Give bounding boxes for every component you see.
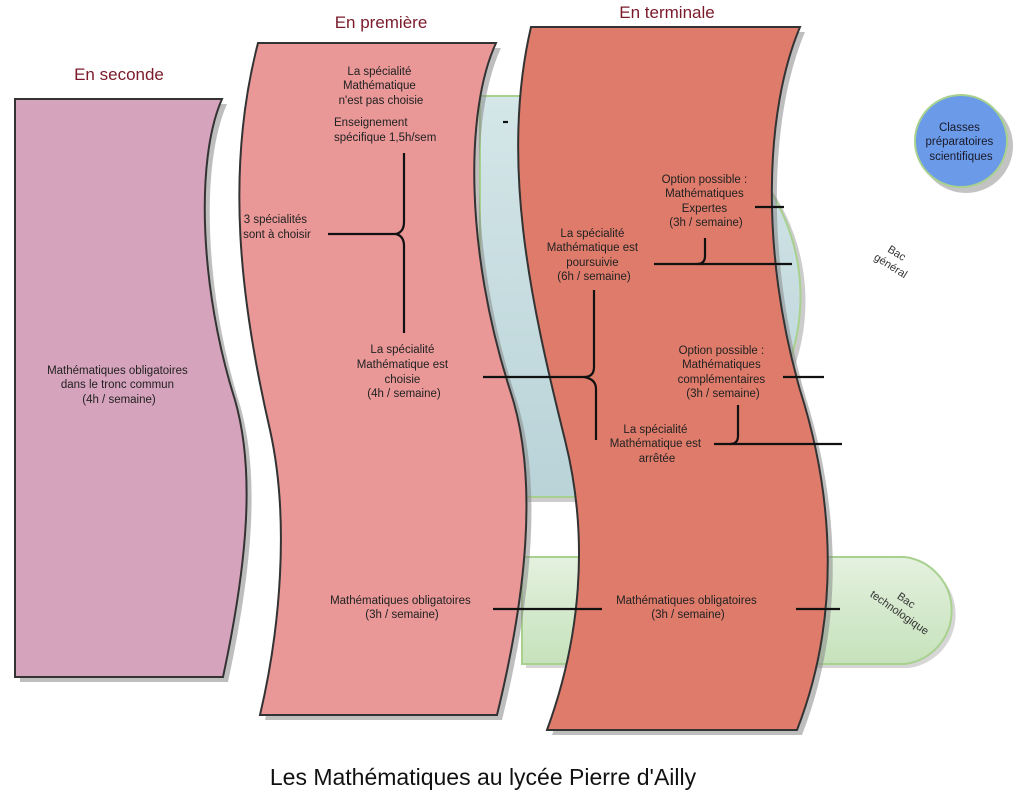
premiere-not-chosen-label: La spécialité Mathématique n'est pas cho…: [339, 66, 424, 107]
seconde-column: [14, 98, 252, 682]
premiere-chosen-label: La spécialité Mathématique est choisie (…: [357, 344, 452, 400]
seconde-title: En seconde: [74, 65, 164, 84]
terminale-expertes-label: Option possible : Mathématiques Expertes…: [662, 174, 751, 229]
premiere-title: En première: [335, 13, 428, 32]
terminale-title: En terminale: [619, 3, 714, 22]
premiere-three-spec-label: 3 spécialités sont à choisir: [243, 214, 311, 241]
prepa-label: Classes préparatoires scientifiques: [926, 122, 997, 163]
connector-line: [395, 232, 406, 333]
terminale-complementaires-label: Option possible : Mathématiques compléme…: [678, 345, 769, 400]
bac-general-label: Bac général: [872, 240, 917, 281]
connectors: [328, 120, 842, 611]
seconde-label: Mathématiques obligatoires dans le tronc…: [47, 365, 191, 406]
premiere-specific-label: Enseignement spécifique 1,5h/sem: [334, 117, 436, 144]
connector-line: [729, 405, 740, 446]
terminale-obligatory-label: Mathématiques obligatoires (3h / semaine…: [616, 595, 760, 621]
prepa-circle: [914, 94, 1013, 193]
diagram-title: Les Mathématiques au lycée Pierre d'Aill…: [270, 764, 697, 790]
premiere-column: [238, 42, 532, 720]
premiere-obligatory-label: Mathématiques obligatoires (3h / semaine…: [330, 595, 474, 621]
connector-line: [583, 375, 598, 440]
connector-line: [696, 238, 707, 266]
terminale-poursuivie-label: La spécialité Mathématique est poursuivi…: [547, 228, 642, 283]
terminale-arretee-label: La spécialité Mathématique est arrêtée: [610, 424, 705, 465]
